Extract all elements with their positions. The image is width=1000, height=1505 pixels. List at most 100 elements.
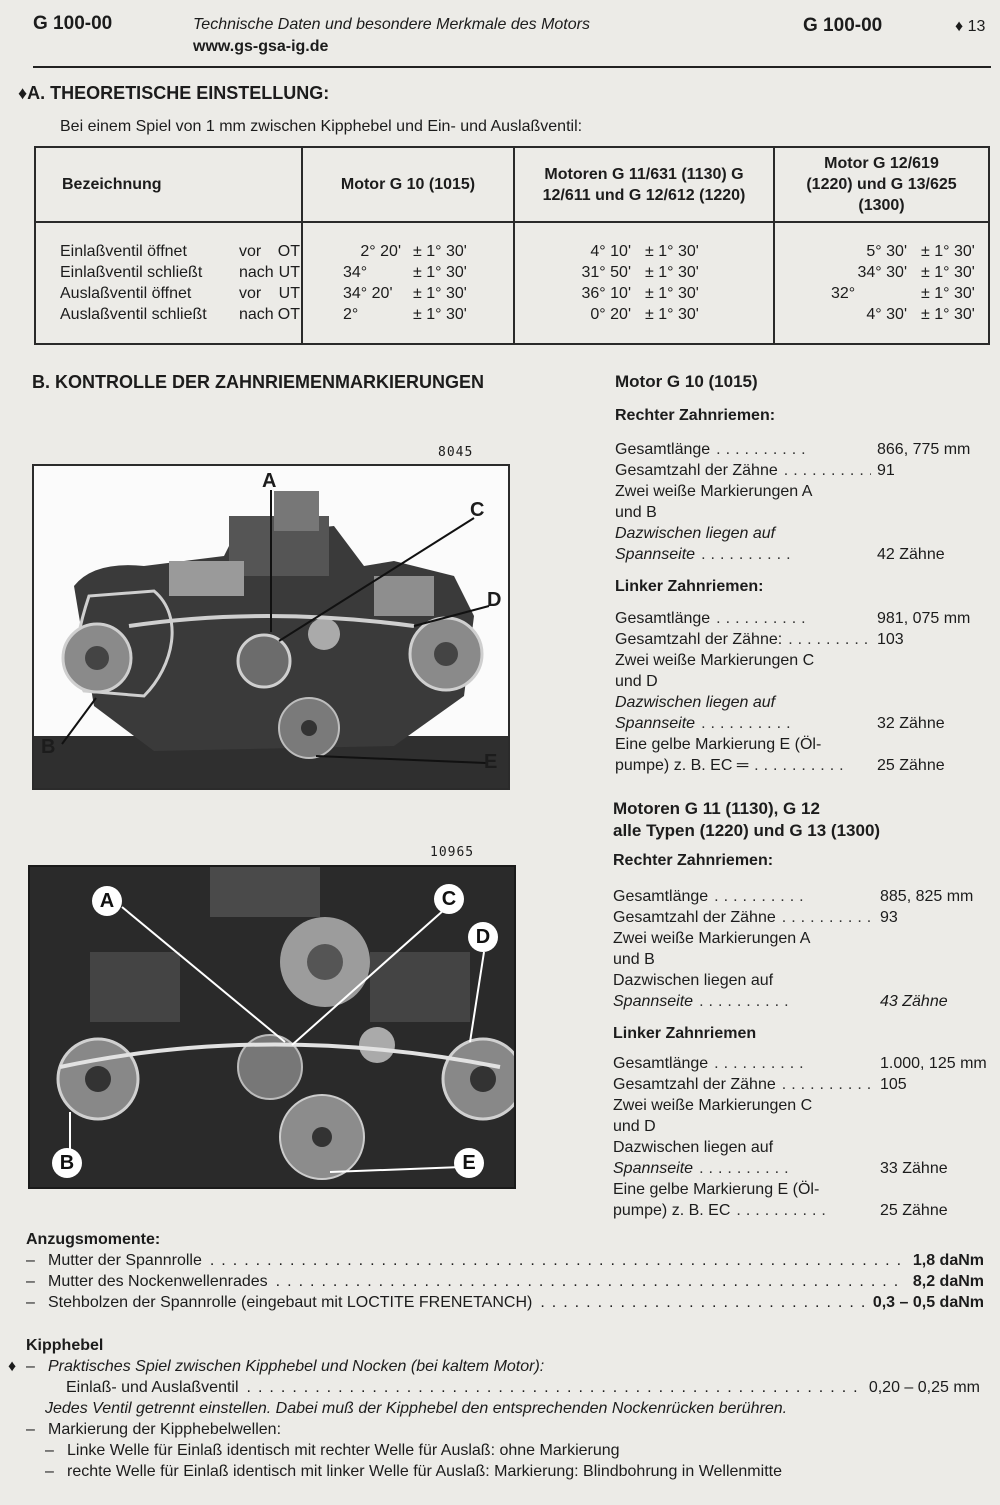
torque-label: Mutter des Nockenwellenrades [48, 1273, 268, 1290]
fig2-label-e: E [454, 1148, 484, 1178]
kipphebel-title: Kipphebel [26, 1337, 104, 1354]
spec-text: Zwei weiße Markierungen A [613, 930, 811, 947]
table-header-bezeichnung: Bezeichnung [34, 146, 303, 223]
spec-row: Spannseite..........33 Zähne [613, 1158, 998, 1179]
spec-row: pumpe) z. B. EC ═..........25 Zähne [615, 755, 995, 776]
row-name: Auslaßventil schließt [60, 306, 207, 323]
table-cell-g11-g12: 4° 10'± 1° 30' 31° 50'± 1° 30' 36° 10'± … [513, 221, 775, 345]
value-g10: 2° 20' [360, 243, 401, 260]
spec-label: Gesamtlänge [615, 610, 711, 627]
spec-text: Zwei weiße Markierungen C [615, 652, 815, 669]
value-g11: 0° 20' [590, 306, 631, 323]
page-number: ♦ 13 [955, 18, 986, 35]
engine1-specs: Motor G 10 (1015) Rechter Zahnriemen: Ge… [615, 372, 995, 776]
spec-value: 43 Zähne [880, 993, 948, 1010]
tolerance: ± 1° 30' [921, 285, 975, 302]
spec-text: Dazwischen liegen auf [615, 694, 776, 711]
row-when: vor [239, 285, 262, 302]
valve-timing-table: Bezeichnung Motor G 10 (1015) Motoren G … [34, 146, 990, 345]
torque-value: 8,2 daNm [912, 1273, 984, 1290]
value-g10: 2° [343, 306, 359, 323]
tolerance: ± 1° 30' [921, 264, 975, 281]
tolerance: ± 1° 30' [645, 306, 699, 323]
header-url: www.gs-gsa-ig.de [193, 38, 329, 55]
spec-value: 105 [880, 1076, 907, 1093]
spec-label: Gesamtzahl der Zähne [613, 1076, 776, 1093]
spec-text: und B [613, 951, 655, 968]
value-g11: 31° 50' [581, 264, 632, 281]
spec-row: pumpe) z. B. EC..........25 Zähne [613, 1200, 998, 1221]
tolerance: ± 1° 30' [645, 264, 699, 281]
tolerance: ± 1° 30' [413, 264, 467, 281]
spec-value: 1.000, 125 mm [880, 1055, 987, 1072]
spec-label: Gesamtlänge [615, 441, 711, 458]
torque-row: –Stehbolzen der Spannrolle (eingebaut mi… [26, 1294, 984, 1311]
spec-row: Gesamtzahl der Zähne..........91 [615, 460, 995, 481]
table-header-g11-g12: Motoren G 11/631 (1130) G 12/611 und G 1… [513, 146, 775, 223]
marking-1-text: Linke Welle für Einlaß identisch mit rec… [67, 1442, 620, 1459]
kipphebel-valves-row: Einlaß- und Auslaßventil................… [66, 1379, 980, 1396]
engine-photo-g10 [32, 464, 510, 790]
torque-row: –Mutter des Nockenwellenrades...........… [26, 1273, 984, 1290]
spec-text: Eine gelbe Markierung E (Öl- [615, 736, 822, 753]
spec-value: 103 [877, 631, 904, 648]
spec-label: Spannseite [613, 993, 694, 1010]
row-pos: OT [277, 243, 300, 260]
spec-label: pumpe) z. B. EC [613, 1202, 731, 1219]
spec-label: pumpe) z. B. EC ═ [615, 757, 749, 774]
marking-title: Markierung der Kipphebelwellen: [48, 1421, 282, 1438]
engine2-right-title: Rechter Zahnriemen: [613, 852, 774, 869]
engine1-left-title: Linker Zahnriemen: [615, 578, 764, 595]
spec-row: Gesamtlänge..........885, 825 mm [613, 886, 998, 907]
valves-value: 0,20 – 0,25 mm [868, 1379, 980, 1396]
fig1-label-d: D [487, 589, 502, 611]
spec-row: Gesamtzahl der Zähne..........93 [613, 907, 998, 928]
spec-label: Gesamtzahl der Zähne [615, 462, 778, 479]
section-b-title: B. KONTROLLE DER ZAHNRIEMENMARKIERUNGEN [32, 372, 484, 392]
engine-illustration-g10 [34, 466, 508, 788]
spec-label: Gesamtzahl der Zähne: [615, 631, 783, 648]
torque-row: –Mutter der Spannrolle..................… [26, 1252, 984, 1269]
fig2-label-a: A [92, 886, 122, 916]
spec-text: Dazwischen liegen auf [613, 972, 774, 989]
engine2-title-1: Motoren G 11 (1130), G 12 [613, 799, 820, 818]
section-a-intro: Bei einem Spiel von 1 mm zwischen Kipphe… [60, 118, 583, 135]
engine-photo-g11-g13 [28, 865, 516, 1189]
torque-section: Anzugsmomente: –Mutter der Spannrolle...… [26, 1229, 984, 1313]
fig2-label-b: B [52, 1148, 82, 1178]
spec-label: Gesamtlänge [613, 888, 709, 905]
engine1-title: Motor G 10 (1015) [615, 372, 758, 391]
row-pos: OT [277, 306, 300, 323]
section-a-title: ♦A. THEORETISCHE EINSTELLUNG: [18, 83, 330, 103]
row-pos: UT [278, 264, 300, 281]
spec-text: und B [615, 504, 657, 521]
torque-title: Anzugsmomente: [26, 1231, 161, 1248]
spec-value: 25 Zähne [880, 1202, 948, 1219]
engine2-specs: Motoren G 11 (1130), G 12 alle Typen (12… [613, 799, 998, 1221]
play-label: Praktisches Spiel zwischen Kipphebel und… [48, 1358, 545, 1375]
spec-row: Spannseite..........42 Zähne [615, 544, 995, 565]
value-g10: 34° [343, 264, 368, 281]
value-g13: 4° 30' [866, 306, 907, 323]
spec-text: und D [613, 1118, 656, 1135]
header-code-right: G 100-00 [803, 15, 883, 36]
spec-label: Spannseite [615, 546, 696, 563]
spec-row: Gesamtzahl der Zähne:..........103 [615, 629, 995, 650]
header-title: Technische Daten und besondere Merkmale … [193, 16, 590, 33]
table-cell-g10: 2° 20'± 1° 30' 34°± 1° 30' 34° 20'± 1° 3… [301, 221, 515, 345]
spec-row: Spannseite..........32 Zähne [615, 713, 995, 734]
spec-value: 91 [877, 462, 895, 479]
row-name: Auslaßventil öffnet [60, 285, 192, 302]
table-header-g10: Motor G 10 (1015) [301, 146, 515, 223]
spec-text: Dazwischen liegen auf [613, 1139, 774, 1156]
spec-row: Gesamtlänge..........981, 075 mm [615, 608, 995, 629]
torque-value: 1,8 daNm [912, 1252, 984, 1269]
tolerance: ± 1° 30' [921, 306, 975, 323]
value-g13: 34° 30' [857, 264, 908, 281]
value-g13: 32° [831, 285, 856, 302]
figure-1-number: 8045 [438, 445, 474, 460]
